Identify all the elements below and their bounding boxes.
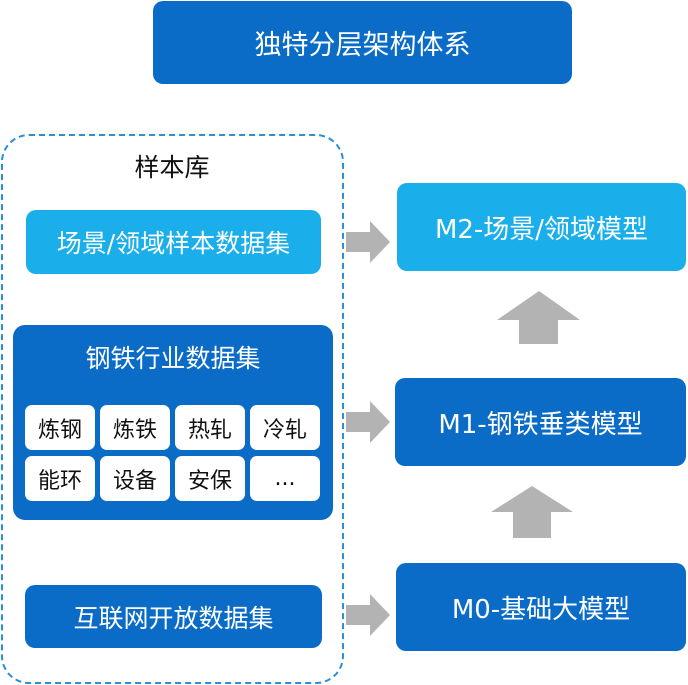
m1-model-label: M1-钢铁垂类模型	[438, 409, 643, 440]
chip-cold-rolling: 冷轧	[250, 405, 320, 450]
chip-security: 安保	[175, 456, 245, 501]
chip-steelmaking: 炼钢	[25, 405, 95, 450]
chip-more: ...	[250, 456, 320, 501]
internet-dataset-box: 互联网开放数据集	[25, 585, 322, 648]
m0-model-box: M0-基础大模型	[396, 563, 686, 651]
sample-library-label: 样本库	[134, 153, 210, 182]
chip-equipment: 设备	[100, 456, 170, 501]
m1-model-box: M1-钢铁垂类模型	[395, 378, 686, 466]
m0-model-label: M0-基础大模型	[451, 594, 631, 625]
scene-dataset-label: 场景/领域样本数据集	[56, 229, 291, 258]
chip-hot-rolling: 热轧	[175, 405, 245, 450]
internet-dataset-label: 互联网开放数据集	[73, 603, 274, 633]
scene-dataset-box: 场景/领域样本数据集	[26, 210, 321, 274]
chip-ironmaking: 炼铁	[100, 405, 170, 450]
arrow-right-internet-icon	[346, 594, 390, 636]
sample-library-container	[1, 134, 344, 684]
arrow-right-scene-icon	[346, 221, 390, 263]
arrow-right-steel-icon	[346, 401, 390, 443]
chip-energy-env: 能环	[25, 456, 95, 501]
steel-dataset-box: 钢铁行业数据集 炼钢 炼铁 热轧 冷轧 能环 设备 安保 ...	[13, 325, 333, 520]
title-text: 独特分层架构体系	[254, 30, 471, 61]
title-box: 独特分层架构体系	[153, 1, 572, 84]
arrow-up-m1-m2-icon	[497, 291, 580, 344]
m2-model-box: M2-场景/领域模型	[397, 183, 686, 271]
arrow-up-m0-m1-icon	[491, 486, 573, 538]
steel-dataset-title: 钢铁行业数据集	[85, 344, 261, 373]
m2-model-label: M2-场景/领域模型	[434, 214, 649, 245]
